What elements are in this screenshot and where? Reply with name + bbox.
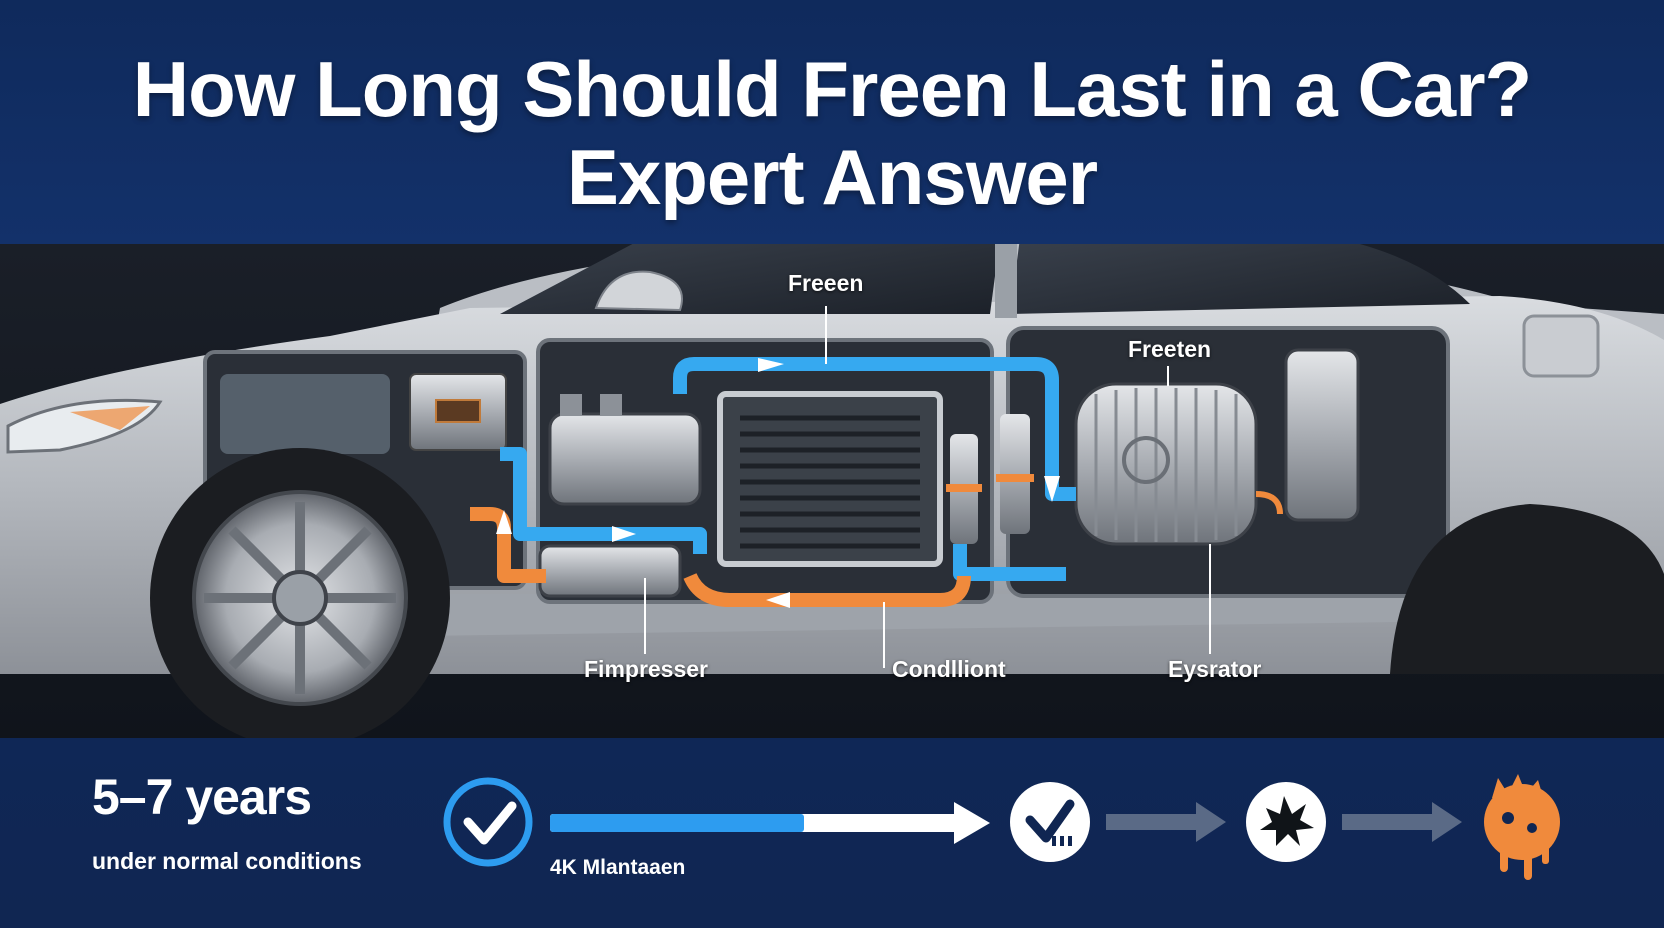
flow-arrow-top [758,358,784,372]
window-pillar [995,244,1017,318]
page-title: How Long Should Freen Last in a Car? [132,45,1532,133]
maintenance-progress-bar [550,802,990,844]
arrow-gray-2 [1342,802,1462,842]
lifespan-timeline: 5–7 years under normal conditions 4K Mla… [0,738,1664,928]
page-subtitle: Expert Answer [566,133,1098,221]
title-banner: How Long Should Freen Last in a Car? Exp… [0,0,1664,244]
accumulator [1284,348,1360,522]
callout-condenser: Condlliont [892,656,1006,682]
arrow-gray-1 [1106,802,1226,842]
flow-arrow-bottom [766,592,790,608]
car-cutaway-scene: Freeen Freeten Fimpresser Condlliont Eys… [0,244,1664,738]
receiver-drier [538,544,682,598]
lifespan-caption: under normal conditions [92,848,362,874]
flow-arrow-down [1044,476,1060,502]
rear-window [1010,244,1470,314]
melting-icon [1484,774,1560,880]
sill [420,594,1540,636]
callout-freen-top: Freeen [788,270,864,296]
cold-refrigerant-line [500,357,1076,581]
lifespan-value: 5–7 years [92,769,312,825]
front-window [500,244,1000,314]
flow-arrow-mid [612,526,636,542]
car-cutaway-diagram [0,244,1664,738]
timeline-graphic [443,774,1560,880]
splat-icon [1246,782,1326,862]
callout-compressor: Fimpresser [584,656,709,682]
rear-wheel-arch [1390,504,1664,674]
maintenance-label: 4K Mlantaaen [550,856,686,879]
door-handle [1522,314,1600,378]
flow-arrow-up [496,510,512,534]
callout-freen-right: Freeten [1128,336,1212,362]
condenser-fins [740,415,920,549]
callout-evaporator: Eysrator [1168,656,1262,682]
side-mirror [594,270,683,312]
check-circle-icon [443,777,533,867]
compressor-unit [548,412,702,506]
check-badge-icon [1010,782,1090,862]
